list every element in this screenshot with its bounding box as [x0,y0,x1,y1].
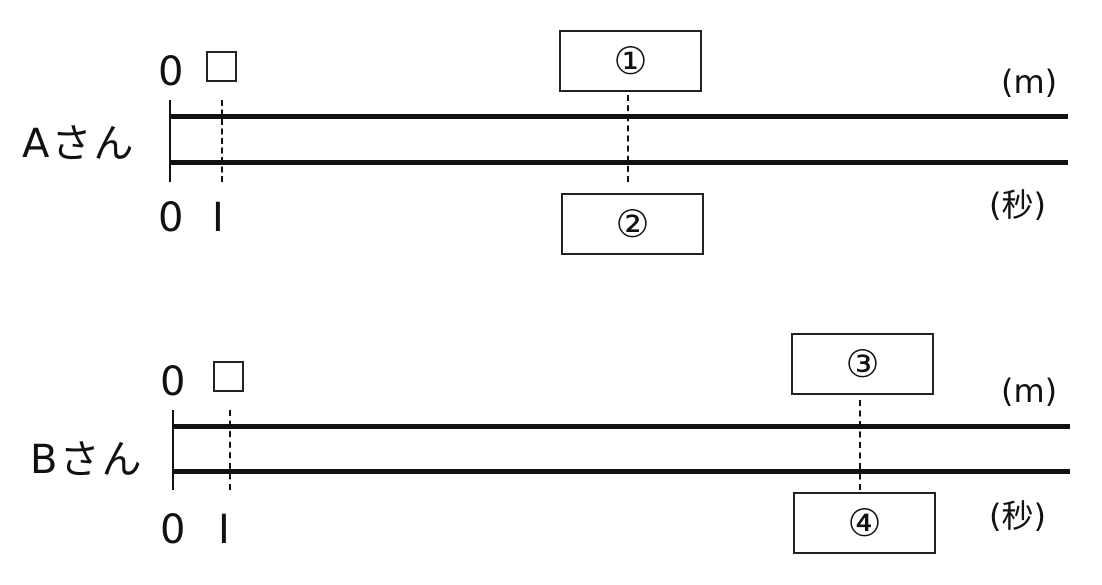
row-a-unit-seconds: (秒) [989,186,1046,224]
row-b-distance-bar [173,424,1070,429]
row-a-start-line [169,100,171,182]
row-a-name-label: Aさん [22,121,136,167]
row-a-time-one-label: I [212,195,224,241]
row-b-time-one-label: I [218,507,230,553]
row-b-answer-box-4[interactable]: ④ [793,492,936,554]
row-b-unit-marker [229,410,231,490]
row-a-answer-box-2[interactable]: ② [561,193,704,255]
row-b-target-marker [859,400,861,490]
row-a-time-bar [170,160,1068,165]
row-b-answer-box-3[interactable]: ③ [791,333,934,395]
row-a-distance-bar [170,114,1068,119]
row-a-time-zero-label: 0 [158,195,184,241]
row-b-time-bar [173,469,1070,474]
row-b-start-line [172,410,174,490]
row-b-unit-seconds: (秒) [989,497,1046,535]
row-b-distance-zero-label: 0 [160,359,186,405]
row-a-unit-meters: (m) [1001,63,1058,101]
row-a-target-marker [627,95,629,182]
row-a-answer-box-1[interactable]: ① [559,30,702,92]
row-a-distance-blank-box[interactable] [206,51,237,82]
row-b-distance-blank-box[interactable] [213,361,244,392]
row-b-unit-meters: (m) [1001,372,1058,410]
row-b-name-label: Bさん [30,437,144,483]
row-a-distance-zero-label: 0 [158,49,184,95]
row-b-time-zero-label: 0 [160,507,186,553]
row-a-unit-marker [221,100,223,182]
